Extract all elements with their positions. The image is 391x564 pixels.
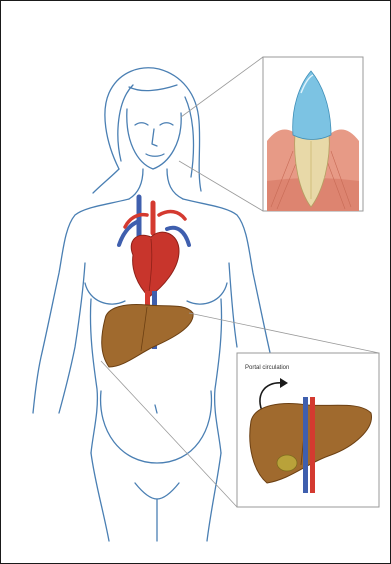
tooth-inset [263,57,363,211]
liver-icon [102,305,193,367]
inset-liver-label: Portal circulation [245,365,289,371]
liver-inset: Portal circulation [237,353,379,507]
